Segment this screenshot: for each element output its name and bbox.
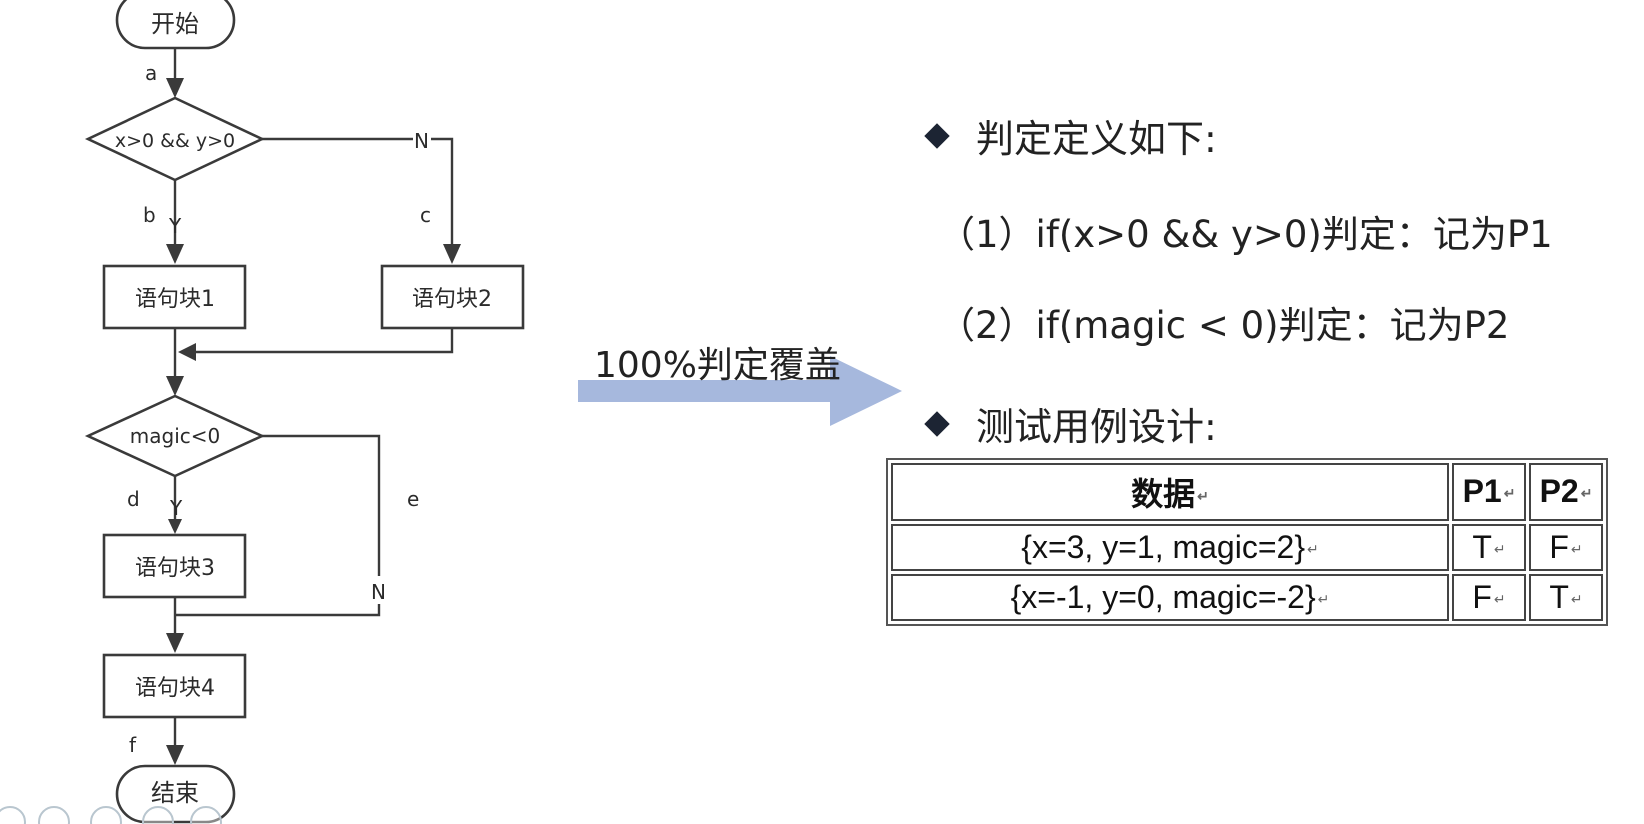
block-1-label: 语句块1	[135, 287, 215, 312]
arrowhead-d	[168, 519, 182, 534]
block-3	[102, 533, 247, 599]
decision-xy-label: x>0 && y>0	[115, 130, 235, 152]
test-design-heading-row: 测试用例设计:	[924, 396, 1217, 451]
arrowhead-c	[443, 244, 461, 264]
pen-icon[interactable]	[38, 806, 70, 824]
zoom-icon[interactable]	[142, 806, 174, 824]
edge-label-b: b	[143, 203, 156, 227]
end-label: 结束	[151, 779, 199, 807]
right-arrow-icon	[578, 356, 902, 426]
test-design-heading: 测试用例设计:	[976, 405, 1217, 449]
diamond-bullet-icon	[924, 410, 950, 437]
flowchart: 开始 a x>0 && y>0 b Y N c 语句块1 语句块2 magic<…	[84, 0, 525, 824]
edge-label-e: e	[407, 487, 419, 511]
coverage-label: 100%判定覆盖	[594, 345, 841, 386]
cell-data: {x=3, y=1, magic=2}↵	[891, 523, 1449, 571]
branch-label-d2-yes: Y	[169, 496, 183, 520]
cell-data: {x=-1, y=0, magic=-2}↵	[891, 573, 1449, 621]
previous-icon[interactable]	[0, 806, 26, 824]
arrowhead-block4	[166, 633, 184, 653]
diamond-bullet-icon	[924, 122, 950, 149]
right-arrow-shape	[578, 356, 902, 426]
arrowhead-decision2	[166, 376, 184, 396]
branch-label-d2-no: N	[371, 580, 386, 604]
arrowhead-merge-block2	[178, 343, 196, 361]
edge-c	[262, 137, 454, 244]
branch-label-d1-yes: Y	[168, 214, 182, 238]
definitions-heading-row: 判定定义如下:	[924, 108, 1217, 163]
table-row: {x=-1, y=0, magic=-2}↵ F↵ T↵	[891, 573, 1603, 621]
cell-p2: T↵	[1529, 573, 1603, 621]
grid-icon[interactable]	[90, 806, 122, 824]
block-4	[102, 653, 247, 719]
edge-merge-block2	[196, 328, 454, 354]
decision-magic-label: magic<0	[130, 424, 220, 448]
cell-p1: F↵	[1452, 573, 1526, 621]
arrowhead-f	[166, 745, 184, 765]
coverage-transition: 100%判定覆盖	[578, 328, 908, 438]
table-header-row: 数据↵ P1↵ P2↵	[891, 463, 1603, 521]
definition-p2: （2）if(magic < 0)判定：记为P2	[938, 304, 1510, 347]
presentation-toolbar	[0, 804, 1644, 824]
edge-label-d: d	[127, 487, 140, 511]
definitions-heading: 判定定义如下:	[976, 117, 1217, 161]
column-header-data: 数据↵	[891, 463, 1449, 521]
edge-label-f: f	[129, 733, 137, 757]
edge-label-a: a	[145, 61, 157, 85]
block-2-label: 语句块2	[412, 287, 492, 312]
block-3-label: 语句块3	[135, 556, 215, 581]
block-1	[102, 264, 247, 330]
column-header-p2: P2↵	[1529, 463, 1603, 521]
block-4-label: 语句块4	[135, 676, 215, 701]
definition-p1: （1）if(x>0 && y>0)判定：记为P1	[938, 213, 1553, 256]
block-2	[380, 264, 525, 330]
column-header-p1: P1↵	[1452, 463, 1526, 521]
cell-p1: T↵	[1452, 523, 1526, 571]
arrowhead-a	[166, 78, 184, 98]
test-case-table: 数据↵ P1↵ P2↵ {x=3, y=1, magic=2}↵ T↵ F↵ {…	[886, 458, 1608, 626]
table-row: {x=3, y=1, magic=2}↵ T↵ F↵	[891, 523, 1603, 571]
branch-label-d1-no: N	[414, 129, 429, 153]
cell-p2: F↵	[1529, 523, 1603, 571]
arrowhead-b	[166, 244, 184, 264]
more-icon[interactable]	[190, 806, 222, 824]
edge-label-c: c	[420, 203, 431, 227]
edge-e	[175, 434, 381, 617]
start-label: 开始	[151, 10, 199, 38]
